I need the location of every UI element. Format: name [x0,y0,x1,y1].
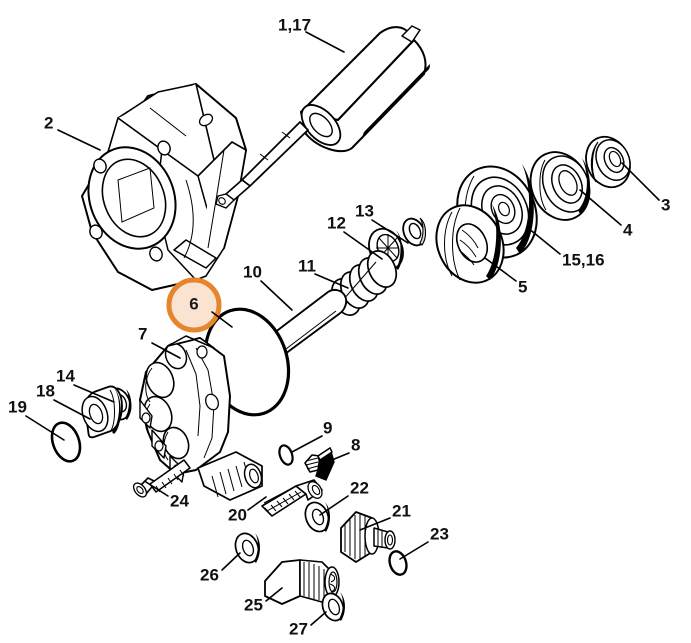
part-washer-hose-nut [234,532,260,564]
callout-label: 9 [323,418,332,437]
callout-label: 23 [430,524,449,543]
callout-highlight-ring [166,277,222,333]
callout-label: 22 [350,478,369,497]
callout-leader-line [211,311,233,328]
part-o-ring-piston [50,421,82,463]
callout-leader-line [579,189,622,226]
callout-leader-line [371,219,409,244]
part-armature-rotor [215,25,430,209]
callout-label: 4 [623,220,633,239]
callout-6[interactable]: 6 [166,277,233,333]
callout-leader-line [151,342,181,359]
part-valve-plug [304,446,335,481]
callout-leader-line [53,399,91,420]
callout-leader-line [221,552,241,571]
callout-2[interactable]: 2 [44,113,101,151]
callout-leader-line [260,280,293,311]
callout-leader-line [319,495,349,516]
part-o-ring-small-valve [278,444,294,466]
part-pump-body [139,335,263,501]
part-ball-bearing-large [529,151,591,221]
callout-18[interactable]: 18 [36,381,91,420]
callout-label: 5 [518,277,527,296]
callout-leader-line [621,162,660,201]
callout-12[interactable]: 12 [327,213,383,260]
callout-leader-line [359,517,391,531]
callout-14[interactable]: 14 [56,366,115,403]
callout-4[interactable]: 4 [579,189,633,239]
part-wobble-plate [435,204,505,284]
callout-11[interactable]: 11 [298,256,349,289]
part-socket-head-screw [132,459,191,498]
callout-leader-line [484,257,517,282]
callout-9[interactable]: 9 [291,418,332,453]
callout-label: 18 [36,381,55,400]
callout-leader-line [305,31,345,53]
callout-19[interactable]: 19 [8,397,65,441]
part-quick-coupler [340,511,396,563]
callout-leader-line [291,435,323,453]
callout-leader-line [57,129,101,151]
callout-label: 21 [392,501,411,520]
part-filter-screen [261,479,323,517]
callout-leader-line [73,384,115,403]
callout-layer: 1,1723415,165131211106714181998242022212… [8,15,670,638]
callout-label: 13 [355,201,374,220]
callout-20[interactable]: 20 [228,496,267,524]
callout-27[interactable]: 27 [289,611,327,638]
callout-leader-line [310,611,327,626]
callout-label: 11 [298,256,316,275]
callout-1-17[interactable]: 1,17 [278,15,345,53]
callout-leader-line [265,587,283,602]
callout-8[interactable]: 8 [321,435,360,465]
callout-10[interactable]: 10 [243,262,293,311]
part-shim-ring [402,217,427,247]
part-ball-bearing-small [585,135,631,189]
part-hose-nut [264,559,340,605]
callout-23[interactable]: 23 [399,524,449,560]
callout-22[interactable]: 22 [319,478,369,516]
callout-label: 15,16 [562,250,605,269]
callout-21[interactable]: 21 [359,501,411,531]
callout-7[interactable]: 7 [138,324,181,359]
callout-3[interactable]: 3 [621,162,670,214]
callout-26[interactable]: 26 [200,552,241,584]
callout-25[interactable]: 25 [244,587,283,614]
callout-24[interactable]: 24 [145,481,189,510]
callout-leader-line [247,496,267,511]
callout-leader-line [527,227,561,255]
callout-label: 24 [170,491,189,510]
callout-label: 2 [44,113,53,132]
callout-label: 14 [56,366,75,385]
callout-label: 25 [244,595,263,614]
callout-label: 19 [8,397,27,416]
part-piston-cup [81,385,123,439]
callout-label: 7 [138,324,147,343]
callout-label: 20 [228,505,247,524]
part-washer-small [321,592,345,622]
callout-leader-line [314,273,349,289]
callout-label: 27 [289,619,308,638]
callout-leader-line [321,452,350,465]
callout-15-16[interactable]: 15,16 [527,227,605,269]
callout-label: 12 [327,213,346,232]
callout-label: 10 [243,262,262,281]
callout-leader-line [25,415,65,441]
callout-leader-line [145,481,169,497]
callout-label: 26 [200,565,219,584]
callout-leader-line [343,231,383,260]
part-motor-housing [81,83,247,291]
callout-label: 1,17 [278,15,311,34]
callout-label: 6 [189,294,198,313]
part-compression-spring [330,250,398,316]
callout-13[interactable]: 13 [355,201,409,244]
callout-label: 3 [661,195,670,214]
callout-5[interactable]: 5 [484,257,527,296]
callout-leader-line [399,541,429,560]
callout-label: 8 [351,435,360,454]
